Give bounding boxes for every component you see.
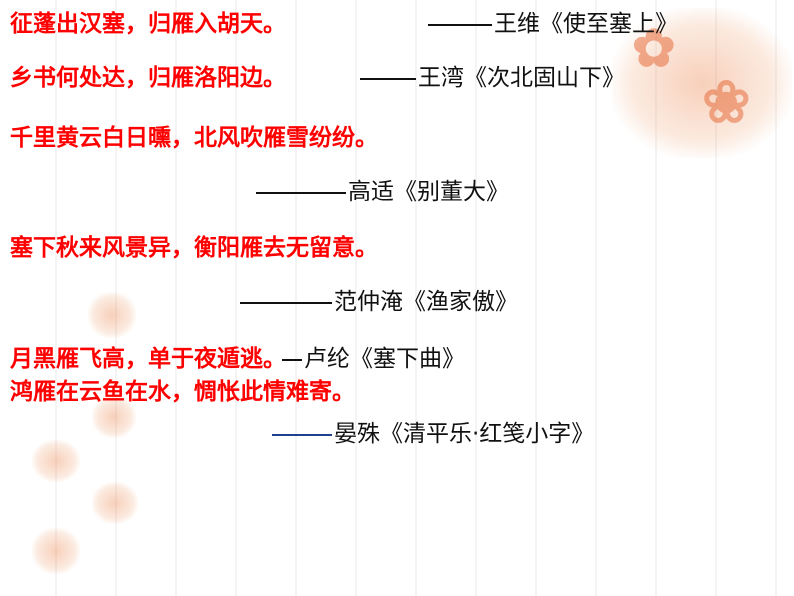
poem-verse-1: 征蓬出汉塞，归雁入胡天。 — [10, 11, 286, 37]
poem-verse-6: 鸿雁在云鱼在水，惆怅此情难寄。 — [10, 379, 355, 405]
seal-decoration-small-5 — [32, 528, 80, 574]
poem-source-2-text: 王湾《次北固山下》 — [418, 65, 625, 91]
poem-source-2: 王湾《次北固山下》 — [360, 64, 625, 92]
poem-source-6-text: 晏殊《清平乐·红笺小字》 — [334, 421, 595, 447]
poem-verse-5: 月黑雁飞高，单于夜遁逃。 — [10, 346, 286, 372]
seal-decoration-small-2 — [92, 396, 136, 438]
poem-verse-3: 千里黄云白日曛，北风吹雁雪纷纷。 — [10, 125, 378, 151]
poem-source-5-text: 卢纶《塞下曲》 — [304, 346, 465, 372]
seal-decoration-large: ✿ ❀ — [612, 8, 792, 158]
poem-verse-4: 塞下秋来风景异，衡阳雁去无留意。 — [10, 235, 378, 261]
poem-source-1-text: 王维《使至塞上》 — [494, 11, 678, 37]
poem-source-5: 卢纶《塞下曲》 — [282, 345, 465, 373]
poem-source-4: 范仲淹《渔家傲》 — [240, 288, 518, 316]
seal-decoration-small-4 — [92, 482, 138, 524]
seal-decoration-small-1 — [88, 292, 136, 338]
poem-verse-2: 乡书何处达，归雁洛阳边。 — [10, 65, 286, 91]
poem-source-1: 王维《使至塞上》 — [428, 10, 678, 38]
seal-decoration-small-3 — [32, 440, 80, 482]
poem-source-3-text: 高适《别董大》 — [348, 179, 509, 205]
poem-source-4-text: 范仲淹《渔家傲》 — [334, 289, 518, 315]
poem-source-3: 高适《别董大》 — [256, 178, 509, 206]
poem-source-6: 晏殊《清平乐·红笺小字》 — [272, 420, 594, 448]
